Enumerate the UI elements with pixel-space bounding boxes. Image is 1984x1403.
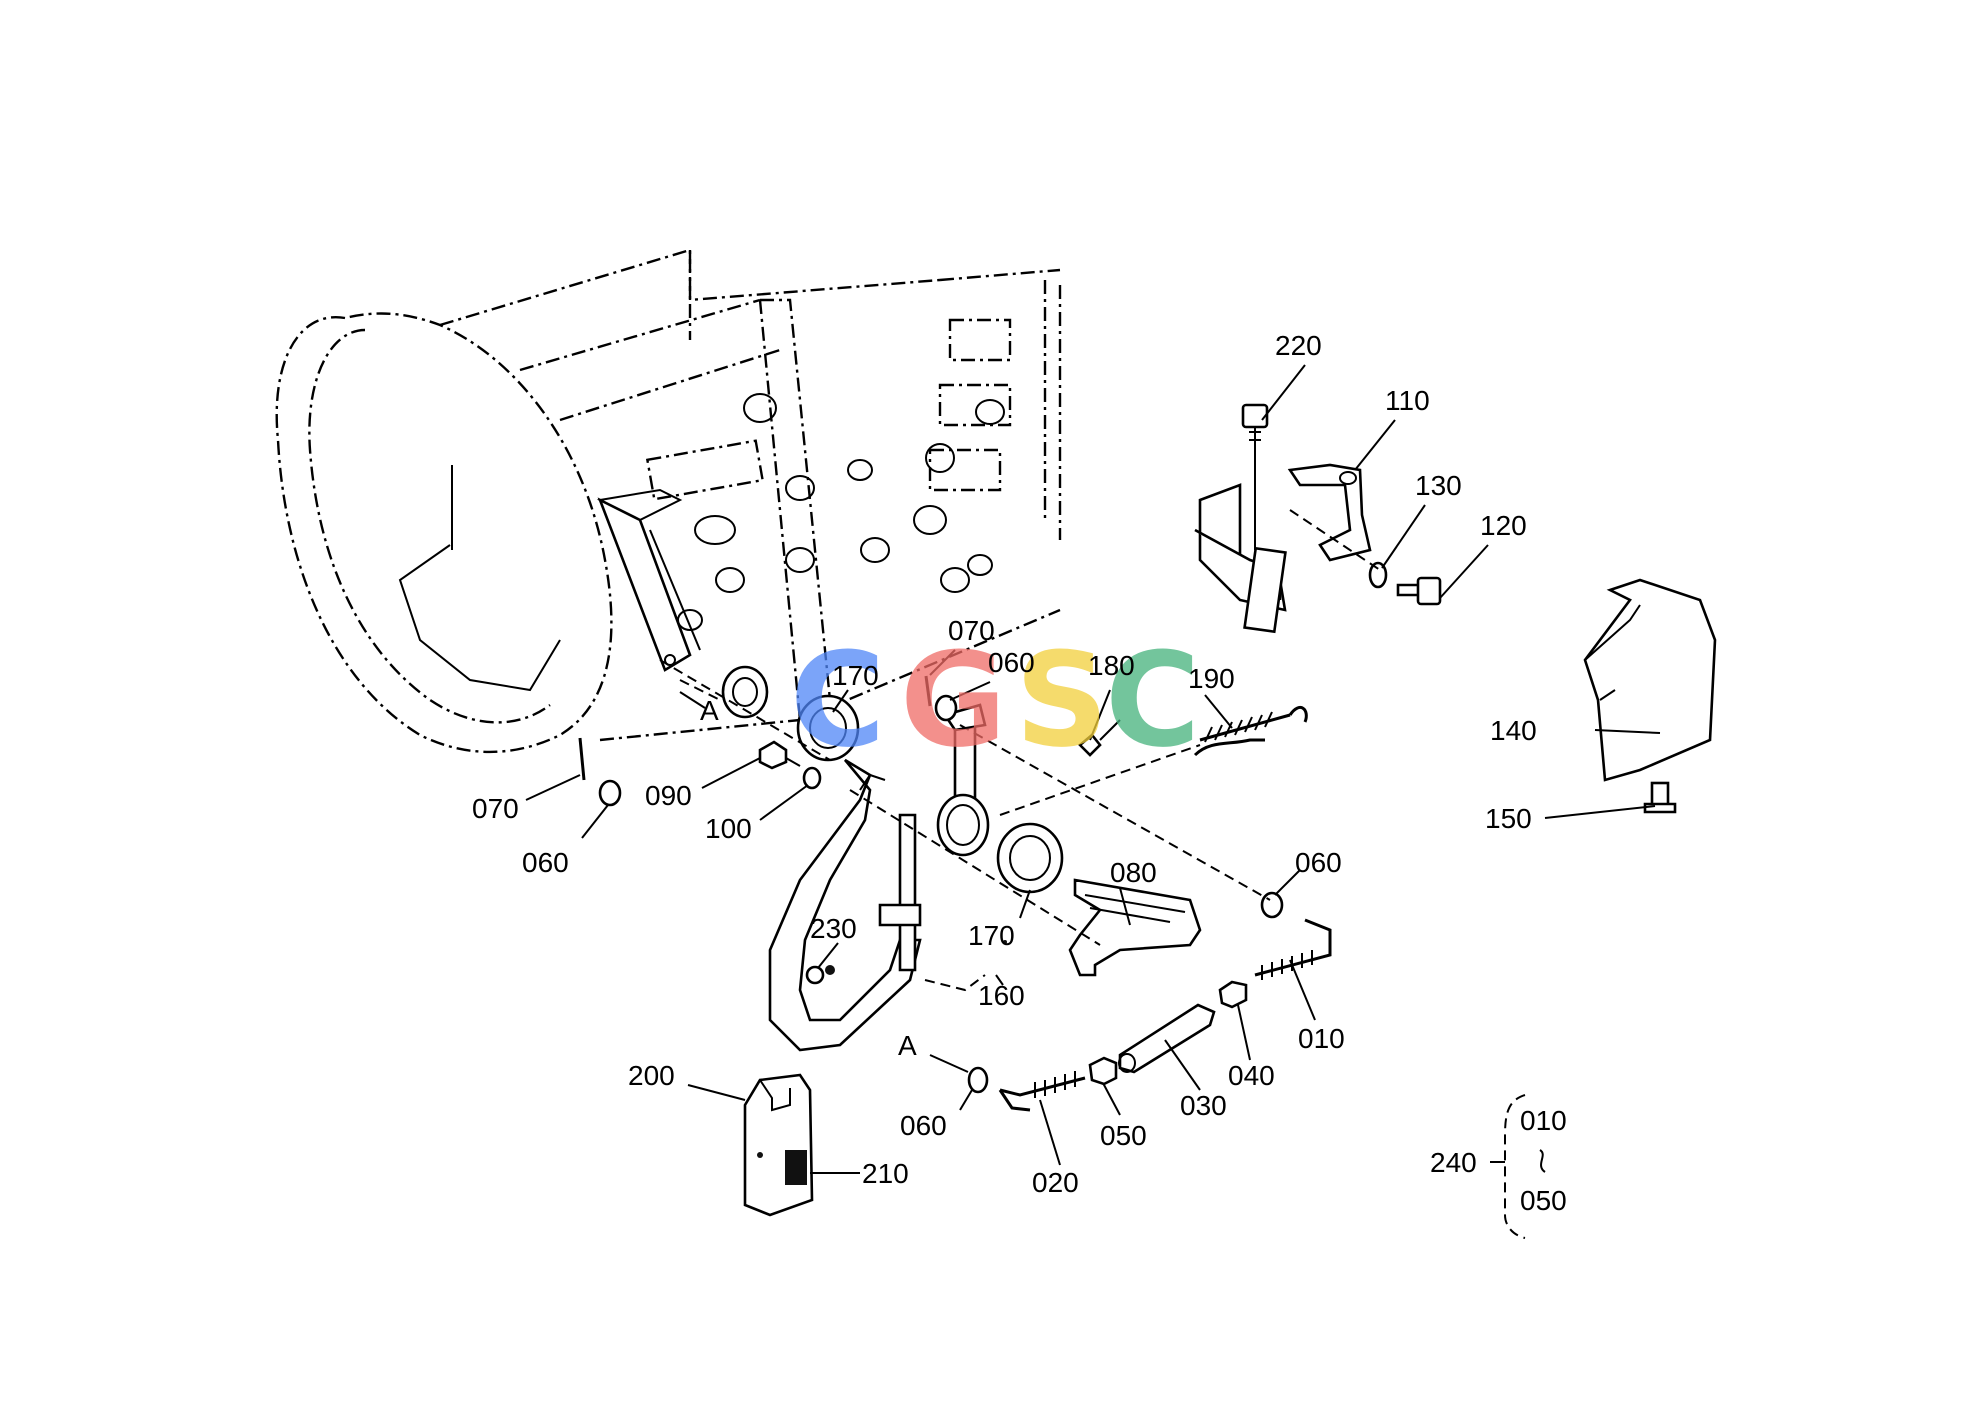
- kit-bracket-240: [1490, 1094, 1546, 1239]
- callout-160: 160: [978, 980, 1025, 1011]
- callout-a-lower: A: [898, 1030, 917, 1061]
- callout-060-left: 060: [522, 847, 569, 878]
- callout-060-bottom: 060: [900, 1110, 947, 1141]
- callout-240-range-to: 050: [1520, 1185, 1567, 1216]
- callout-050: 050: [1100, 1120, 1147, 1151]
- callout-080: 080: [1110, 857, 1157, 888]
- callout-230: 230: [810, 913, 857, 944]
- leader-lines: [525, 364, 1661, 1174]
- callout-220: 220: [1275, 330, 1322, 361]
- callout-100: 100: [705, 813, 752, 844]
- transmission-housing: [275, 248, 1062, 754]
- callout-190: 190: [1188, 663, 1235, 694]
- pedal-bracket-assembly: [1194, 403, 1442, 634]
- callout-070-top: 070: [948, 615, 995, 646]
- bushings: [796, 694, 1064, 894]
- callout-040: 040: [1228, 1060, 1275, 1091]
- callout-180: 180: [1088, 650, 1135, 681]
- callout-010: 010: [1298, 1023, 1345, 1054]
- callout-150: 150: [1485, 803, 1532, 834]
- callout-090: 090: [645, 780, 692, 811]
- callout-060-top: 060: [988, 647, 1035, 678]
- pedal-rubber-pad: [743, 1073, 814, 1217]
- callout-110: 110: [1385, 385, 1430, 416]
- watermark: C G S C: [790, 624, 1200, 776]
- pedal-cover: [1583, 578, 1717, 814]
- callout-210: 210: [862, 1158, 909, 1189]
- watermark-letter-c1: C: [790, 624, 885, 776]
- callout-labels: 220 110 130 120 070 060 180 190 170 140 …: [472, 330, 1567, 1216]
- callout-170-bottom: 170: [968, 920, 1015, 951]
- callout-200: 200: [628, 1060, 675, 1091]
- adjusting-rod-assembly: [578, 659, 1332, 1112]
- callout-130: 130: [1415, 470, 1462, 501]
- callout-120: 120: [1480, 510, 1527, 541]
- callout-240: 240: [1430, 1147, 1477, 1178]
- callout-060-right: 060: [1295, 847, 1342, 878]
- callout-170-top: 170: [832, 660, 879, 691]
- watermark-letter-g: G: [900, 624, 1007, 776]
- callout-030: 030: [1180, 1090, 1227, 1121]
- callout-070-left: 070: [472, 793, 519, 824]
- callout-140: 140: [1490, 715, 1537, 746]
- return-spring: [1078, 705, 1308, 757]
- watermark-letter-c2: C: [1105, 624, 1200, 776]
- callout-a-upper: A: [700, 695, 719, 726]
- pedal-pad: [1068, 878, 1202, 977]
- callout-020: 020: [1032, 1167, 1079, 1198]
- clutch-pedal-arm: [768, 703, 1007, 1052]
- watermark-letter-s: S: [1015, 624, 1109, 776]
- callout-240-range-from: 010: [1520, 1105, 1567, 1136]
